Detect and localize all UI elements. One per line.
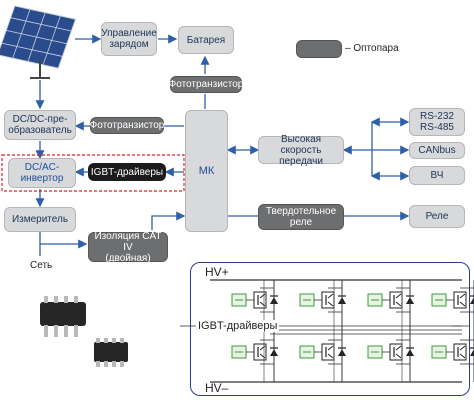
igbt-collector	[395, 345, 402, 351]
meter-box: Измеритель	[4, 207, 76, 232]
hv-minus-label: HV–	[205, 381, 229, 395]
battery-label: Батарея	[186, 34, 226, 46]
hv-plus-label: HV+	[205, 265, 229, 279]
inset-igbt-label: IGBT-драйверы	[196, 320, 280, 332]
canbus-label: CANbus	[418, 145, 456, 156]
igbt-collector	[459, 293, 466, 299]
igbt-collector	[327, 345, 334, 351]
microcontroller-box: МК	[185, 110, 228, 232]
high-speed-box: Высокая скорость передачи	[258, 133, 344, 167]
solid-state-relay-label: Твердотельное реле	[265, 206, 337, 228]
freewheel-diode	[470, 297, 474, 304]
rf-box: ВЧ	[409, 166, 465, 185]
igbt-collector	[395, 293, 402, 299]
igbt-emitter	[327, 301, 334, 307]
dcdc-converter-box: DC/DC-пре- образователь	[4, 110, 76, 140]
phototransistor-top-label: Фототранзистор	[168, 79, 244, 90]
dcac-inverter-box: DC/AC- инвертор	[8, 158, 76, 188]
dcac-group-outline	[1, 154, 185, 192]
isolation-box: Изоляция CAT IV (двойная)	[88, 230, 168, 264]
igbt-drivers-label: IGBT-драйверы	[90, 166, 164, 178]
igbt-collector	[327, 293, 334, 299]
igbt-drivers-box: IGBT-драйверы	[88, 163, 166, 181]
rs-interface-label: RS-232 RS-485	[420, 111, 454, 133]
rf-label: ВЧ	[430, 170, 444, 181]
canbus-box: CANbus	[409, 142, 465, 159]
charge-control-box: Управление зарядом	[101, 22, 157, 56]
meter-label: Измеритель	[11, 214, 69, 225]
igbt-emitter	[395, 301, 402, 307]
igbt-emitter	[327, 353, 334, 359]
high-speed-label: Высокая скорость передачи	[279, 133, 323, 167]
dcac-inverter-label: DC/AC- инвертор	[20, 162, 64, 184]
igbt-collector	[459, 345, 466, 351]
optocoupler-legend-label: – Оптопара	[345, 43, 399, 54]
igbt-emitter	[459, 301, 466, 307]
igbt-inset-panel	[190, 262, 470, 396]
optocoupler-legend-swatch	[296, 40, 342, 58]
battery-box: Батарея	[178, 26, 234, 54]
phototransistor-mid-label: Фототранзистор	[89, 120, 165, 131]
phototransistor-mid-box: Фототранзистор	[90, 117, 164, 134]
isolation-label: Изоляция CAT IV (двойная)	[94, 230, 162, 264]
igbt-emitter	[395, 353, 402, 359]
relay-box: Реле	[409, 205, 465, 228]
igbt-emitter	[459, 353, 466, 359]
grid-label: Сеть	[30, 260, 53, 271]
relay-label: Реле	[425, 211, 449, 222]
microcontroller-label: МК	[198, 164, 215, 177]
dcdc-converter-label: DC/DC-пре- образователь	[8, 114, 72, 136]
arrow-isolation-to-mk	[151, 211, 186, 230]
freewheel-diode	[470, 349, 474, 356]
rs-interface-box: RS-232 RS-485	[409, 108, 465, 136]
solid-state-relay-box: Твердотельное реле	[258, 204, 344, 230]
charge-control-label: Управление зарядом	[101, 28, 157, 50]
phototransistor-top-box: Фототранзистор	[168, 76, 244, 93]
